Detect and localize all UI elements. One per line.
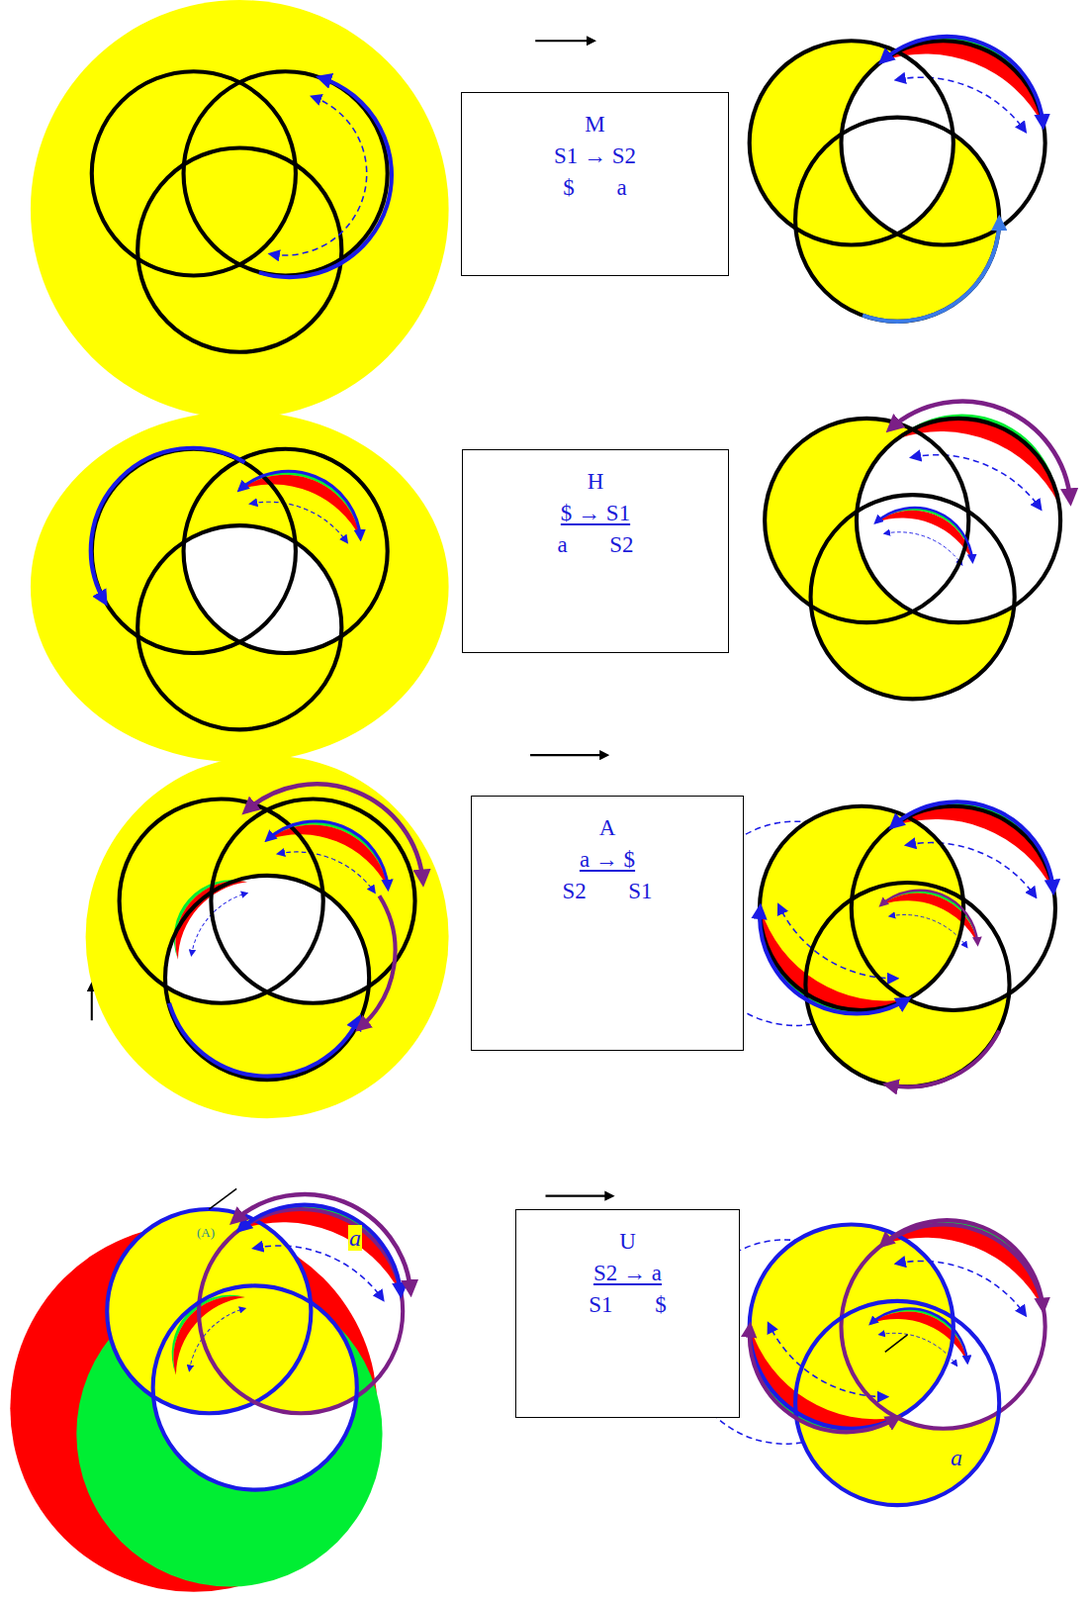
process-box: US2 → aS1 $ bbox=[515, 1208, 740, 1418]
process-box: H$ → S1a S2 bbox=[461, 449, 729, 653]
region-label: a bbox=[348, 1224, 363, 1251]
region-label: (A) bbox=[195, 1224, 216, 1240]
move-name: M bbox=[471, 108, 719, 141]
move-name: H bbox=[472, 465, 719, 498]
state-text: S2 → a bbox=[526, 1257, 729, 1289]
state-text: a → $ bbox=[481, 843, 733, 876]
state-text: $ a bbox=[471, 172, 719, 204]
state-text: $ → S1 bbox=[472, 497, 719, 530]
process-box: Aa → $S2 S1 bbox=[470, 795, 744, 1051]
region-label: a bbox=[949, 1444, 964, 1470]
state-text: a S2 bbox=[472, 529, 719, 561]
state-text: S2 S1 bbox=[481, 875, 733, 908]
move-name: A bbox=[481, 812, 733, 844]
move-name: U bbox=[526, 1225, 729, 1258]
state-text: S1 $ bbox=[526, 1288, 729, 1321]
state-text: S1 → S2 bbox=[471, 140, 719, 173]
process-box: MS1 → S2$ a bbox=[460, 91, 729, 276]
